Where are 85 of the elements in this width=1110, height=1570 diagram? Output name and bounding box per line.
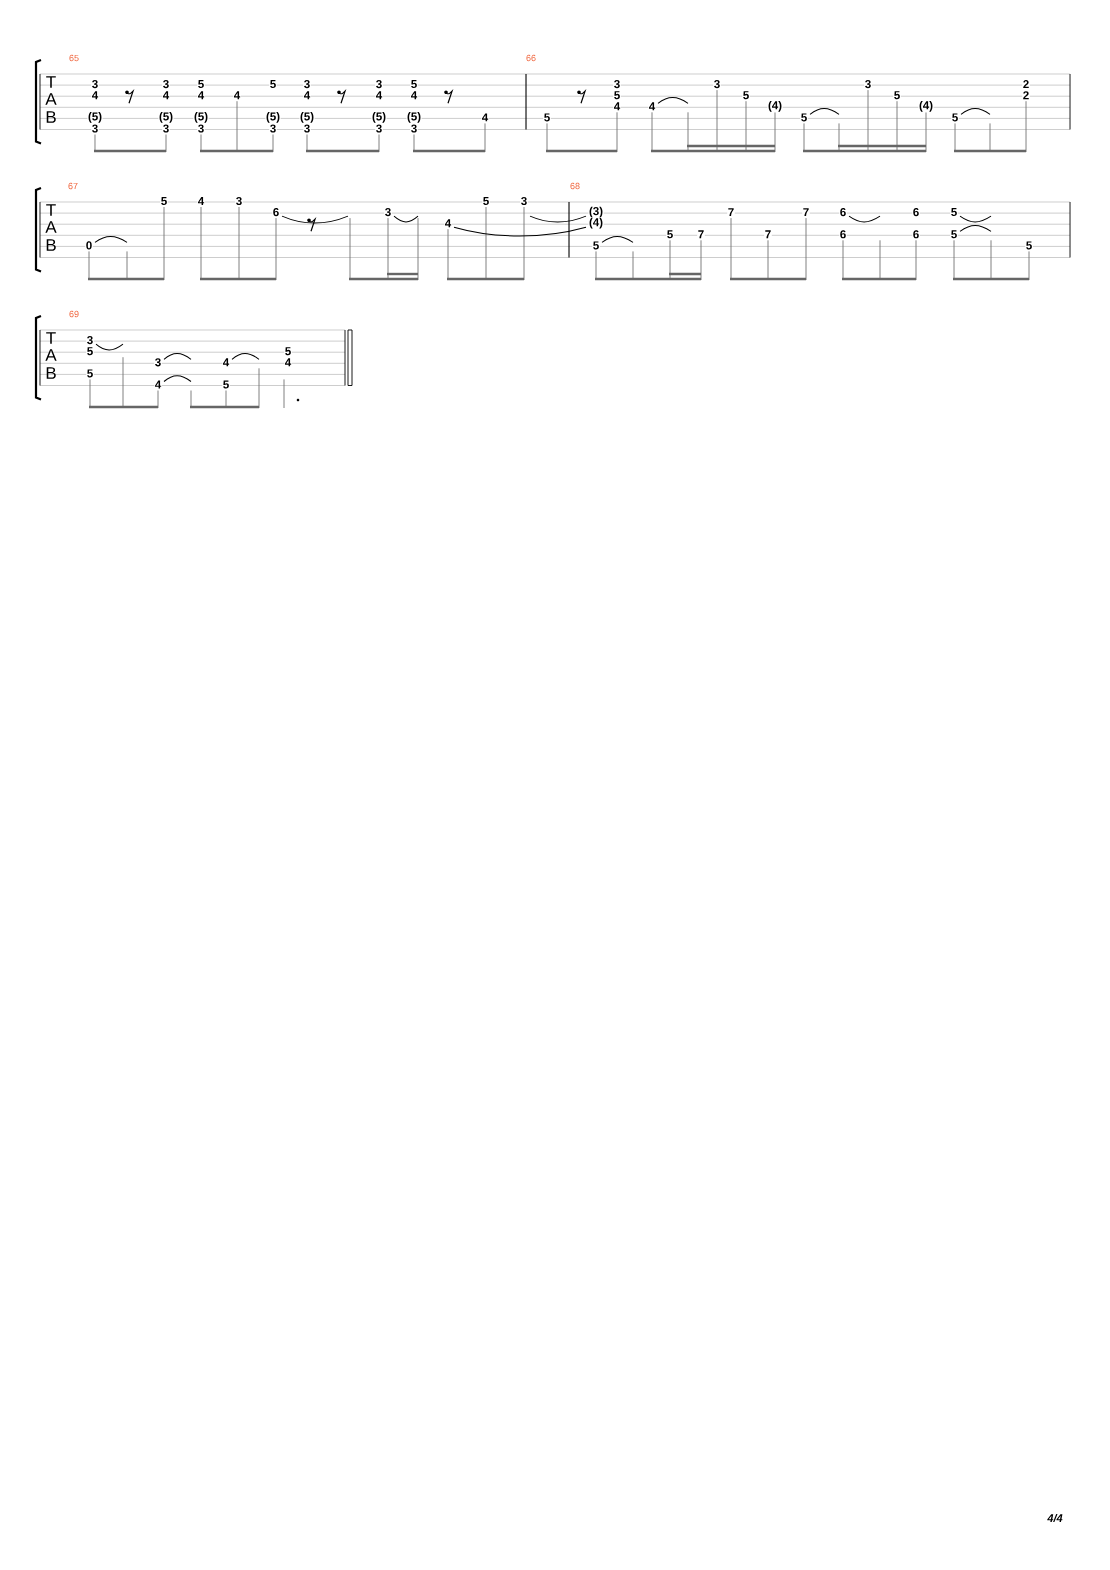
measure-number: 66	[526, 54, 536, 62]
fret-number: (4)	[767, 100, 783, 113]
fret-number: 6	[839, 207, 847, 217]
fret-number: 5	[893, 90, 901, 100]
measure-number: 68	[570, 182, 580, 190]
fret-number: 4	[222, 357, 230, 367]
fret-number: 3	[197, 123, 205, 134]
fret-number: 5	[800, 112, 808, 122]
fret-number: 6	[272, 207, 280, 217]
fret-number: 6	[839, 229, 847, 239]
fret-number: 3	[384, 207, 392, 217]
fret-number: 5	[482, 196, 490, 206]
fret-number: 5	[86, 368, 94, 378]
fret-number: 3	[520, 196, 528, 206]
measure-number: 67	[68, 182, 78, 190]
fret-number: 5	[222, 379, 230, 390]
fret-number: 3	[375, 123, 383, 134]
fret-number: 4	[197, 196, 205, 206]
fret-number: 3	[713, 79, 721, 89]
fret-number: 5	[86, 346, 94, 356]
fret-number: 3	[235, 196, 243, 206]
fret-number: 3	[269, 123, 277, 134]
fret-number: 5	[950, 207, 958, 217]
fret-number: 4	[375, 90, 383, 100]
fret-number: 3	[91, 123, 99, 134]
tab-clef-letter: A	[45, 221, 57, 233]
fret-number: 5	[950, 229, 958, 239]
fret-number: 4	[303, 90, 311, 100]
fret-number: 7	[802, 207, 810, 217]
fret-number: 3	[410, 123, 418, 134]
fret-number: 5	[1025, 240, 1033, 250]
fret-number: 5	[197, 79, 205, 89]
fret-number: 2	[1022, 90, 1030, 100]
tab-clef-letter: B	[46, 367, 56, 379]
fret-number: 5	[269, 79, 277, 89]
tab-clef-letter: B	[46, 239, 56, 251]
tab-clef-letter: A	[45, 93, 57, 105]
tab-clef-letter: T	[46, 204, 56, 216]
fret-number: 5	[410, 79, 418, 89]
fret-number: 5	[284, 346, 292, 356]
fret-number: 3	[864, 79, 872, 89]
fret-number: 4	[284, 357, 292, 367]
fret-number: 6	[912, 229, 920, 239]
fret-number: 4	[197, 90, 205, 100]
fret-number: 3	[375, 79, 383, 89]
fret-number: 5	[543, 112, 551, 122]
fret-number: 4	[233, 90, 241, 100]
fret-number: 5	[592, 240, 600, 250]
fret-number: 4	[91, 90, 99, 100]
fret-number: 3	[303, 123, 311, 134]
tab-clef-letter: B	[46, 111, 56, 123]
fret-number: 5	[666, 229, 674, 239]
fret-number: 3	[303, 79, 311, 89]
fret-number: 5	[951, 112, 959, 122]
fret-number: 4	[410, 90, 418, 100]
fret-number: 7	[727, 207, 735, 217]
measure-number: 65	[69, 54, 79, 62]
fret-number: (4)	[918, 100, 934, 113]
fret-number: 7	[697, 229, 705, 239]
fret-number: 4	[648, 101, 656, 111]
fret-number: 5	[160, 196, 168, 206]
fret-number: (4)	[588, 217, 604, 230]
fret-number: 7	[764, 229, 772, 239]
fret-number: 4	[444, 218, 452, 228]
fret-number: 5	[742, 90, 750, 100]
fret-number: 0	[85, 240, 93, 251]
fret-number: 3	[91, 79, 99, 89]
fret-number: 5	[613, 90, 621, 100]
fret-number: 4	[481, 112, 489, 122]
tab-clef-letter: T	[46, 76, 56, 88]
tab-clef-letter: T	[46, 332, 56, 344]
fret-number: 3	[162, 79, 170, 89]
fret-number: 4	[613, 101, 621, 111]
fret-number: 3	[162, 123, 170, 134]
page-number: 4/4	[1047, 1513, 1063, 1523]
fret-number: 6	[912, 207, 920, 217]
fret-number: (3)	[588, 206, 604, 219]
fret-number: 2	[1022, 79, 1030, 89]
tab-clef-letter: A	[45, 349, 57, 361]
fret-number: 3	[86, 335, 94, 345]
fret-number: 4	[154, 379, 162, 390]
fret-number: 3	[154, 357, 162, 367]
fret-number: 4	[162, 90, 170, 100]
measure-number: 69	[69, 310, 79, 318]
fret-number: 3	[613, 79, 621, 89]
